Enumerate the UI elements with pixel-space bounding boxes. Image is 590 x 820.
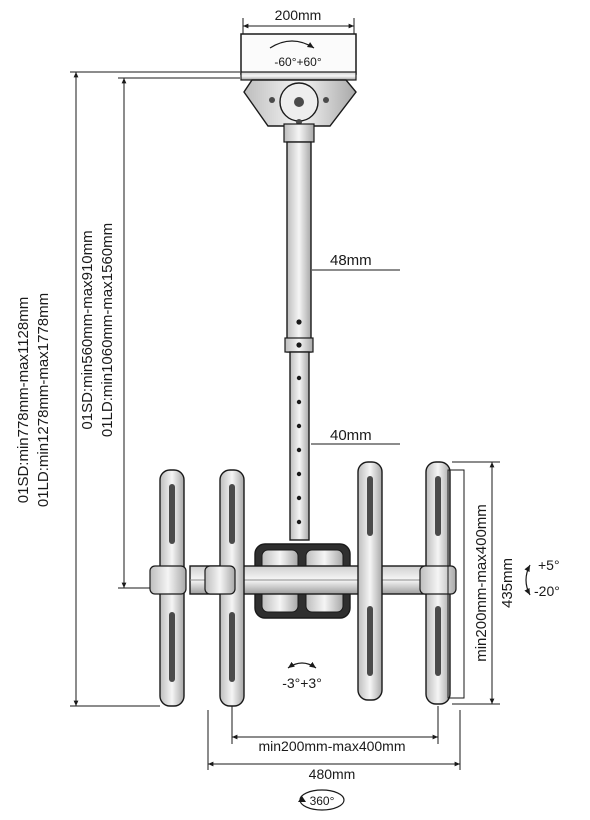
bracket-height-dimension: [452, 461, 500, 705]
pole-upper-diameter-label: 48mm: [330, 252, 372, 269]
rotation-label: 360°: [310, 794, 335, 808]
pole-lower-diameter-label: 40mm: [330, 427, 372, 444]
total-height-dimension: [70, 71, 240, 707]
total-range-ld-label: 01LD:min1278mm-max1778mm: [35, 293, 52, 507]
swivel-joint: [243, 79, 357, 143]
tilt-arrow-icon: [524, 564, 531, 596]
pole-range-sd-label: 01SD:min560mm-max910mm: [79, 230, 96, 429]
tilt-down-label: -20°: [534, 583, 560, 599]
plate-width-label: 200mm: [275, 7, 322, 23]
bracket-height-label: 435mm: [499, 558, 516, 608]
ceiling-plate: [240, 18, 357, 81]
vesa-horizontal-dimension: [231, 706, 439, 744]
roll-label: -3°+3°: [282, 675, 322, 691]
overall-width-label: 480mm: [309, 766, 356, 782]
vesa-arm-2: [204, 469, 245, 707]
total-range-sd-label: 01SD:min778mm-max1128mm: [15, 297, 32, 503]
overall-width-dimension: [207, 710, 461, 770]
swivel-label: -60°+60°: [274, 55, 321, 69]
vesa-arm-4: [419, 461, 457, 705]
pole-range-ld-label: 01LD:min1060mm-max1560mm: [99, 223, 116, 437]
tilt-up-label: +5°: [538, 557, 560, 573]
telescopic-pole: [284, 141, 400, 541]
vesa-arm-3: [357, 461, 383, 701]
vesa-arm-1: [149, 469, 187, 707]
vesa-horizontal-label: min200mm-max400mm: [258, 738, 405, 754]
vesa-vertical-label: min200mm-max400mm: [473, 504, 490, 662]
roll-arrow-icon: [287, 661, 317, 669]
rotation-arrow-icon: [298, 789, 345, 811]
vesa-vertical-dimension: [447, 469, 465, 699]
pole-height-dimension: [118, 77, 240, 589]
